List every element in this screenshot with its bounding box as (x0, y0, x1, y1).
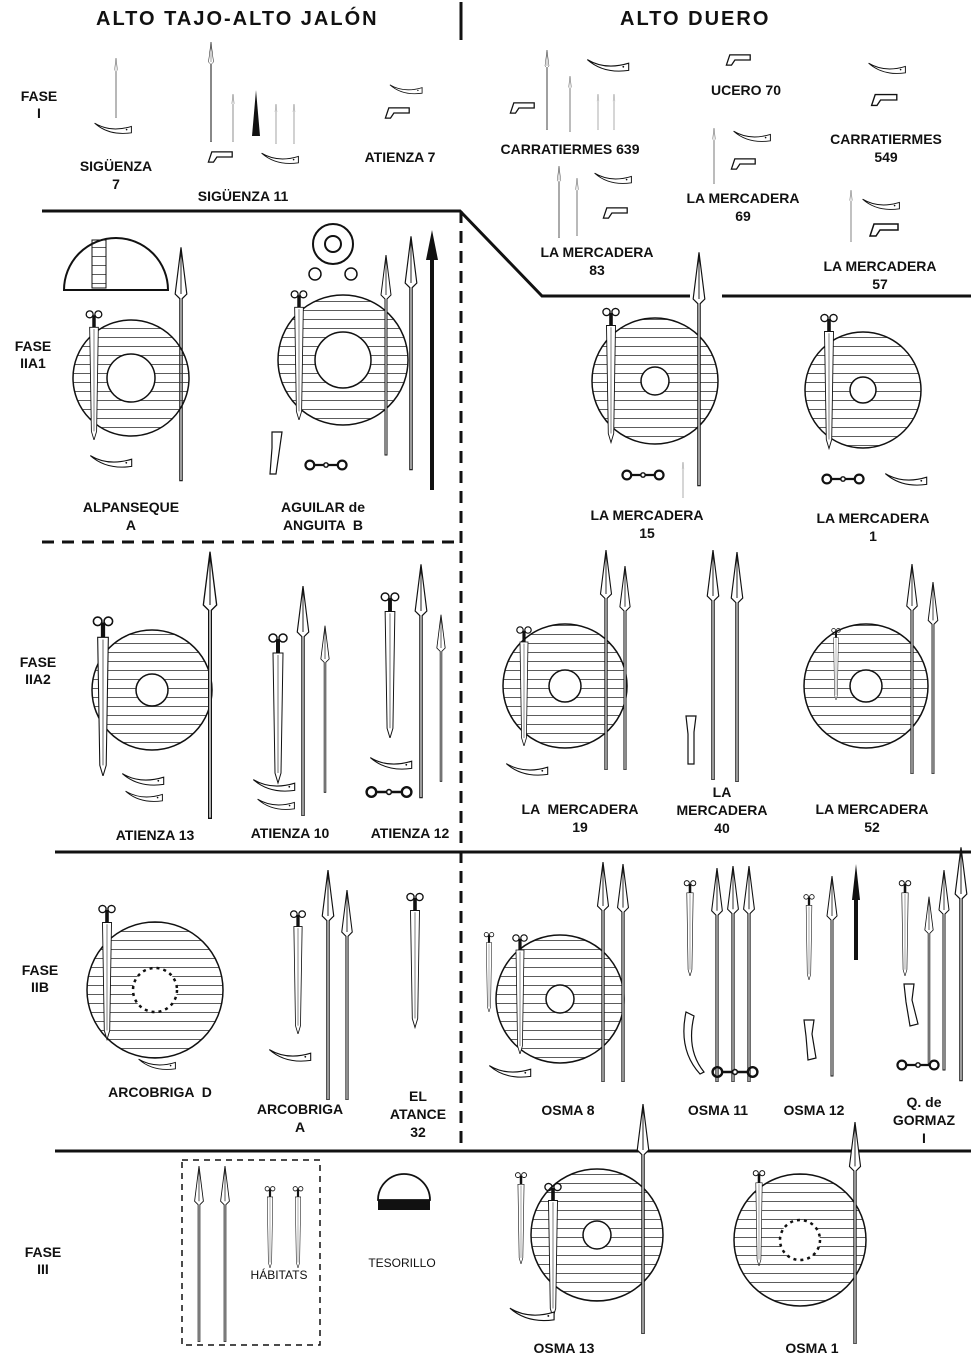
diagram-artwork (0, 0, 971, 1358)
